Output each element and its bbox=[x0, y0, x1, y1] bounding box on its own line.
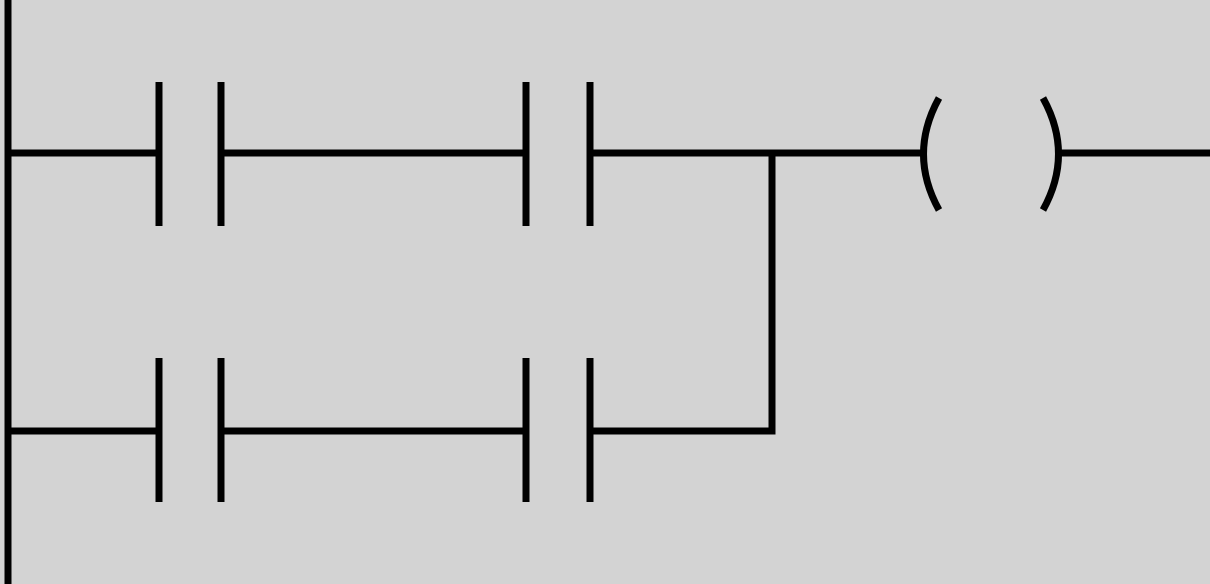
output-coil bbox=[920, 96, 1062, 212]
rung-1 bbox=[8, 82, 1210, 226]
rung-2 bbox=[8, 150, 776, 502]
branch-wire bbox=[590, 150, 776, 435]
